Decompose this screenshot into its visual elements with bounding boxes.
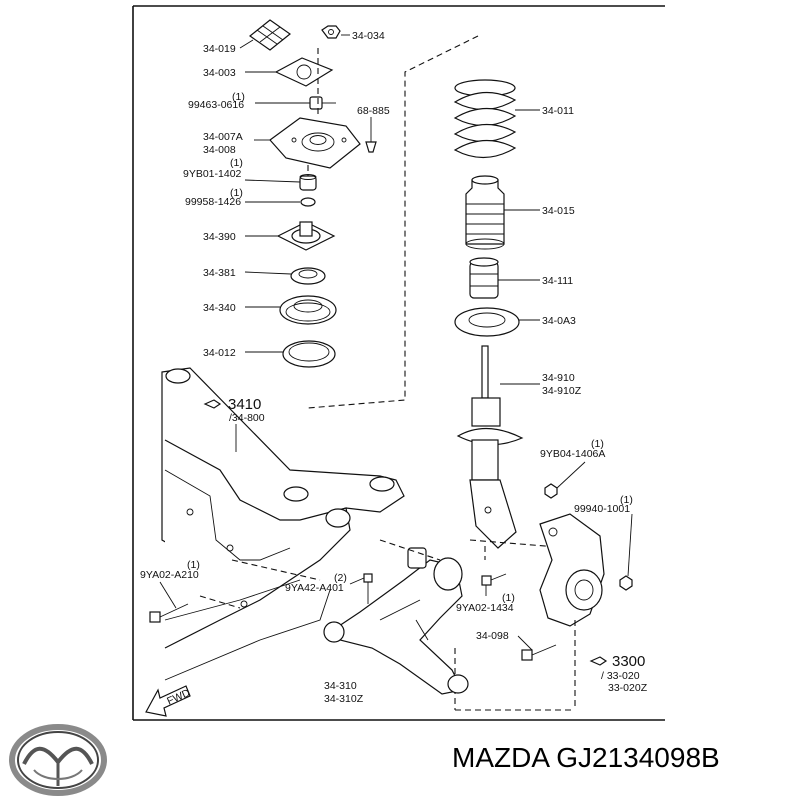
part-34-310-lower-control-arm — [323, 547, 469, 695]
callout-9ya42-qty: (2) — [334, 572, 347, 584]
pointer-icon-3300 — [589, 656, 608, 666]
part-34-034-nut — [321, 25, 341, 39]
callout-34-910: 34-910 — [542, 372, 575, 384]
callout-34-012: 34-012 — [203, 347, 236, 359]
part-68-885-clip — [365, 134, 377, 153]
callout-34-098: 34-098 — [476, 630, 509, 642]
callout-34-390: 34-390 — [203, 231, 236, 243]
callout-3410: 3410 — [228, 396, 261, 413]
callout-34-310: 34-310 — [324, 680, 357, 692]
callout-34-381: 34-381 — [203, 267, 236, 279]
part-34-381-bearing — [290, 267, 326, 285]
part-34-390-mount — [276, 221, 336, 251]
part-34-910-strut-assembly — [456, 345, 524, 549]
callout-34-003: 34-003 — [203, 67, 236, 79]
callout-33-020: / 33-020 — [601, 670, 640, 682]
callout-9yb01-qty: (1) — [230, 157, 243, 169]
callout-9ya02-a210-qty: (1) — [187, 559, 200, 571]
callout-99958-1426: 99958-1426 — [185, 196, 241, 208]
part-9ya02-1434-bolt — [481, 573, 507, 586]
part-34-0a3-spring-seat — [454, 307, 520, 337]
pointer-icon-3410 — [203, 399, 222, 409]
part-34-003-gasket — [274, 57, 334, 87]
callout-33-020z: 33-020Z — [608, 682, 648, 694]
part-34-015-dust-boot — [465, 175, 505, 250]
part-34-111-bump-stop — [469, 257, 499, 299]
callout-3300: 3300 — [612, 653, 645, 670]
callout-34-019: 34-019 — [203, 43, 236, 55]
callout-99940-qty: (1) — [620, 494, 633, 506]
part-9ya02-a210-bolt — [149, 603, 189, 623]
part-99940-nut — [619, 575, 633, 591]
part-number-caption: MAZDA GJ2134098B — [452, 742, 720, 773]
callout-68-885: 68-885 — [357, 105, 390, 117]
part-99958-washer — [300, 197, 316, 207]
callout-9ya42-a401: 9YA42-A401 — [285, 582, 344, 594]
part-34-011-coil-spring — [453, 79, 517, 159]
part-34-019-pad — [248, 19, 292, 51]
fwd-arrow-icon — [145, 685, 191, 717]
callout-34-910z: 34-910Z — [542, 385, 582, 397]
callout-34-034: 34-034 — [352, 30, 385, 42]
callout-9yb01-1402: 9YB01-1402 — [183, 168, 242, 180]
callout-9ya02-1434-qty: (1) — [502, 592, 515, 604]
callout-34-008: 34-008 — [203, 144, 236, 156]
callout-34-007a: 34-007A — [203, 131, 243, 143]
callout-99463-qty: (1) — [232, 91, 245, 103]
callout-34-800: /34-800 — [229, 412, 265, 424]
part-34-012-insulator — [282, 340, 336, 368]
callout-9ya02-1434: 9YA02-1434 — [456, 602, 514, 614]
part-34-340-seat — [279, 295, 337, 325]
fwd-label: FWD — [165, 687, 192, 708]
exploded-guide-line — [307, 35, 479, 409]
callout-34-340: 34-340 — [203, 302, 236, 314]
part-9yb01-nut — [299, 174, 317, 191]
callout-34-011: 34-011 — [542, 105, 574, 117]
part-9yb04-nut — [544, 483, 558, 499]
part-34-098-bolt — [521, 644, 557, 661]
mazda-logo — [9, 724, 107, 796]
callout-34-0a3: 34-0A3 — [542, 315, 576, 327]
part-99463-bolt — [309, 96, 336, 110]
part-3300-steering-knuckle — [539, 513, 605, 627]
callout-34-111: 34-111 — [542, 275, 573, 287]
part-34-007a-bracket — [269, 117, 361, 169]
callout-34-310z: 34-310Z — [324, 693, 364, 705]
callout-9yb04-1406a: 9YB04-1406A — [540, 448, 605, 460]
part-3410-crossmember — [161, 367, 405, 681]
callout-99940-1001: 99940-1001 — [574, 503, 630, 515]
callout-9ya02-a210: 9YA02-A210 — [140, 569, 199, 581]
callout-34-015: 34-015 — [542, 205, 575, 217]
part-9ya42-a401-bolt — [363, 573, 373, 604]
callout-99463-0616: 99463-0616 — [188, 99, 244, 111]
callout-9yb04-qty: (1) — [591, 438, 604, 450]
callout-99958-qty: (1) — [230, 187, 243, 199]
